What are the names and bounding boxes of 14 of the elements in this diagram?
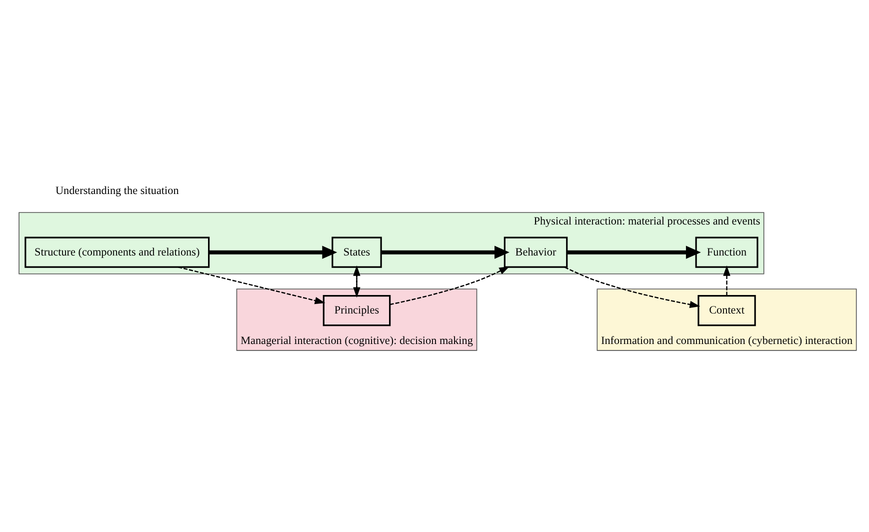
- node-box: Context: [698, 294, 756, 326]
- arrow: [564, 266, 700, 308]
- arrow: [567, 245, 701, 258]
- label: Understanding the situation: [55, 184, 179, 196]
- arrow: [208, 245, 338, 258]
- node-box: Principles: [322, 294, 391, 326]
- arrow: [178, 266, 326, 304]
- node-box: Behavior: [504, 236, 568, 268]
- arrow: [381, 245, 510, 258]
- arrow: [723, 264, 730, 296]
- node-box: Structure (components and relations): [24, 236, 210, 268]
- node-box: States: [332, 236, 382, 268]
- arrow: [390, 266, 510, 305]
- node-box: Function: [695, 236, 758, 268]
